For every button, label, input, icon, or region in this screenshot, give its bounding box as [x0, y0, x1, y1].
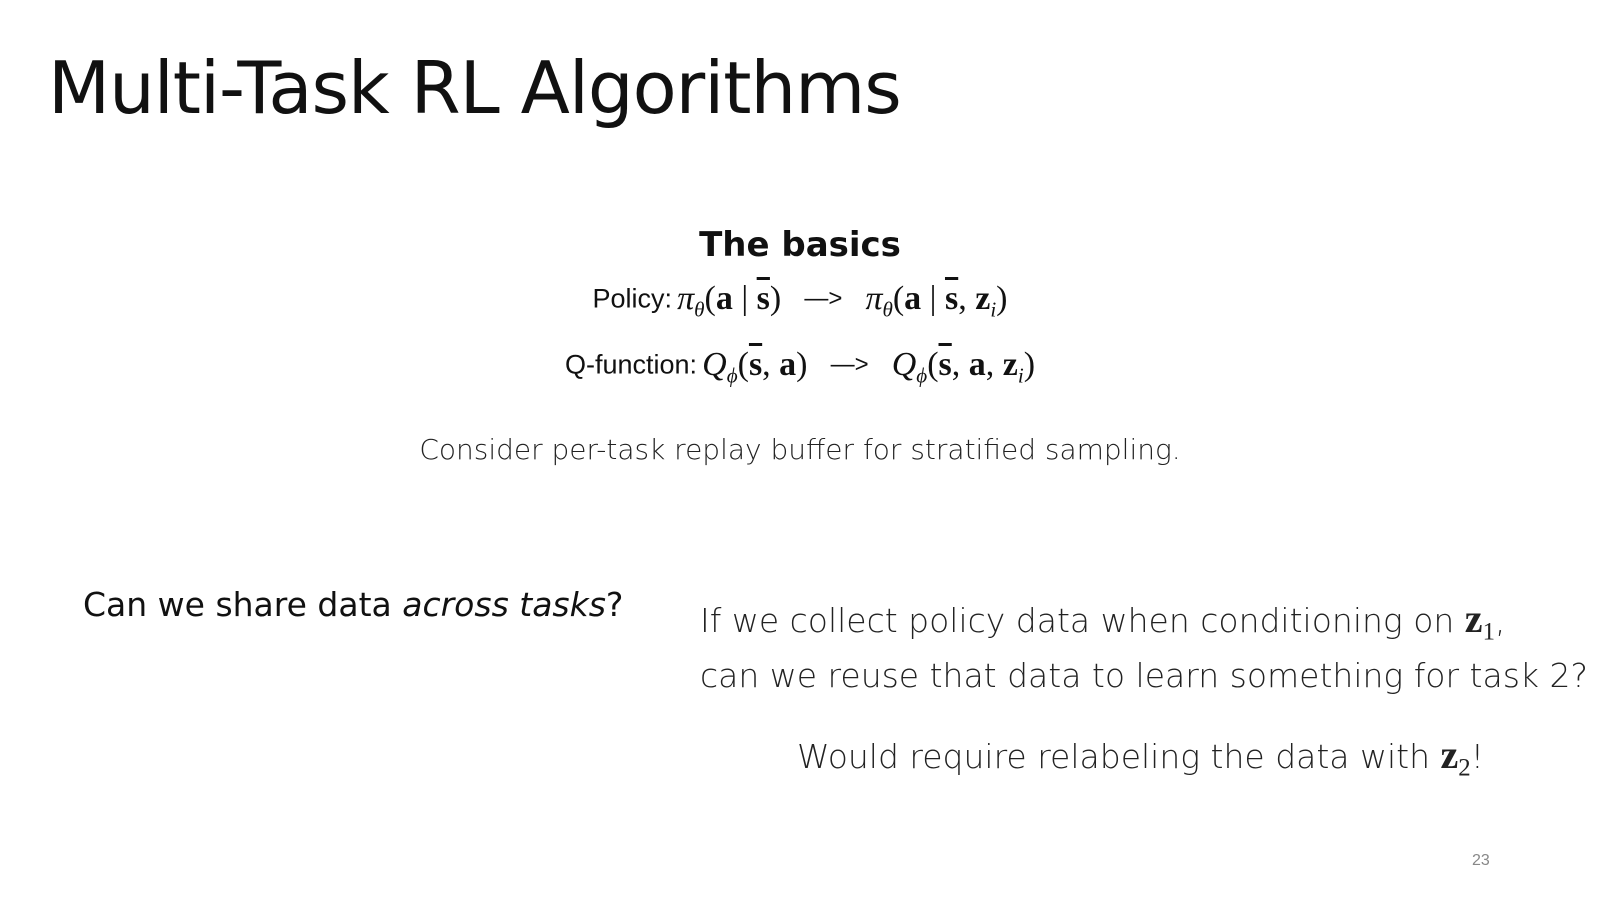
- qfunction-formula-after: Qϕ(s, a, zi): [891, 346, 1036, 388]
- consider-text: Consider per-task replay buffer for stra…: [419, 433, 1181, 466]
- relabel-text: Would require relabeling the data with z…: [797, 732, 1484, 782]
- question-emphasis: across tasks: [402, 585, 606, 624]
- qfunction-arrow: —>: [830, 351, 869, 378]
- slide-title: Multi-Task RL Algorithms: [48, 46, 902, 130]
- policy-equation-row: Policy: πθ(a | s) —> πθ(a | s, zi): [0, 280, 1600, 322]
- policy-formula-before: πθ(a | s): [677, 280, 782, 322]
- qfunction-label: Q-function:: [564, 349, 698, 380]
- question-suffix: ?: [605, 585, 624, 624]
- policy-formula-after: πθ(a | s, zi): [865, 280, 1008, 322]
- policy-arrow: —>: [804, 285, 843, 312]
- z1-symbol: z1: [1464, 596, 1495, 646]
- question-prefix: Can we share data: [83, 585, 403, 624]
- qfunction-equation-row: Q-function: Qϕ(s, a) —> Qϕ(s, a, zi): [0, 346, 1600, 388]
- qfunction-formula-before: Qϕ(s, a): [702, 346, 808, 388]
- z2-symbol: z2: [1440, 732, 1471, 782]
- page-number: 23: [1472, 852, 1490, 869]
- policy-label: Policy:: [592, 283, 673, 314]
- basics-heading: The basics: [699, 225, 901, 265]
- answer-text: If we collect policy data when condition…: [700, 588, 1588, 701]
- answer-line-2: can we reuse that data to learn somethin…: [700, 656, 1589, 695]
- share-data-question: Can we share data across tasks?: [83, 588, 623, 621]
- answer-line-1: If we collect policy data when condition…: [700, 596, 1506, 646]
